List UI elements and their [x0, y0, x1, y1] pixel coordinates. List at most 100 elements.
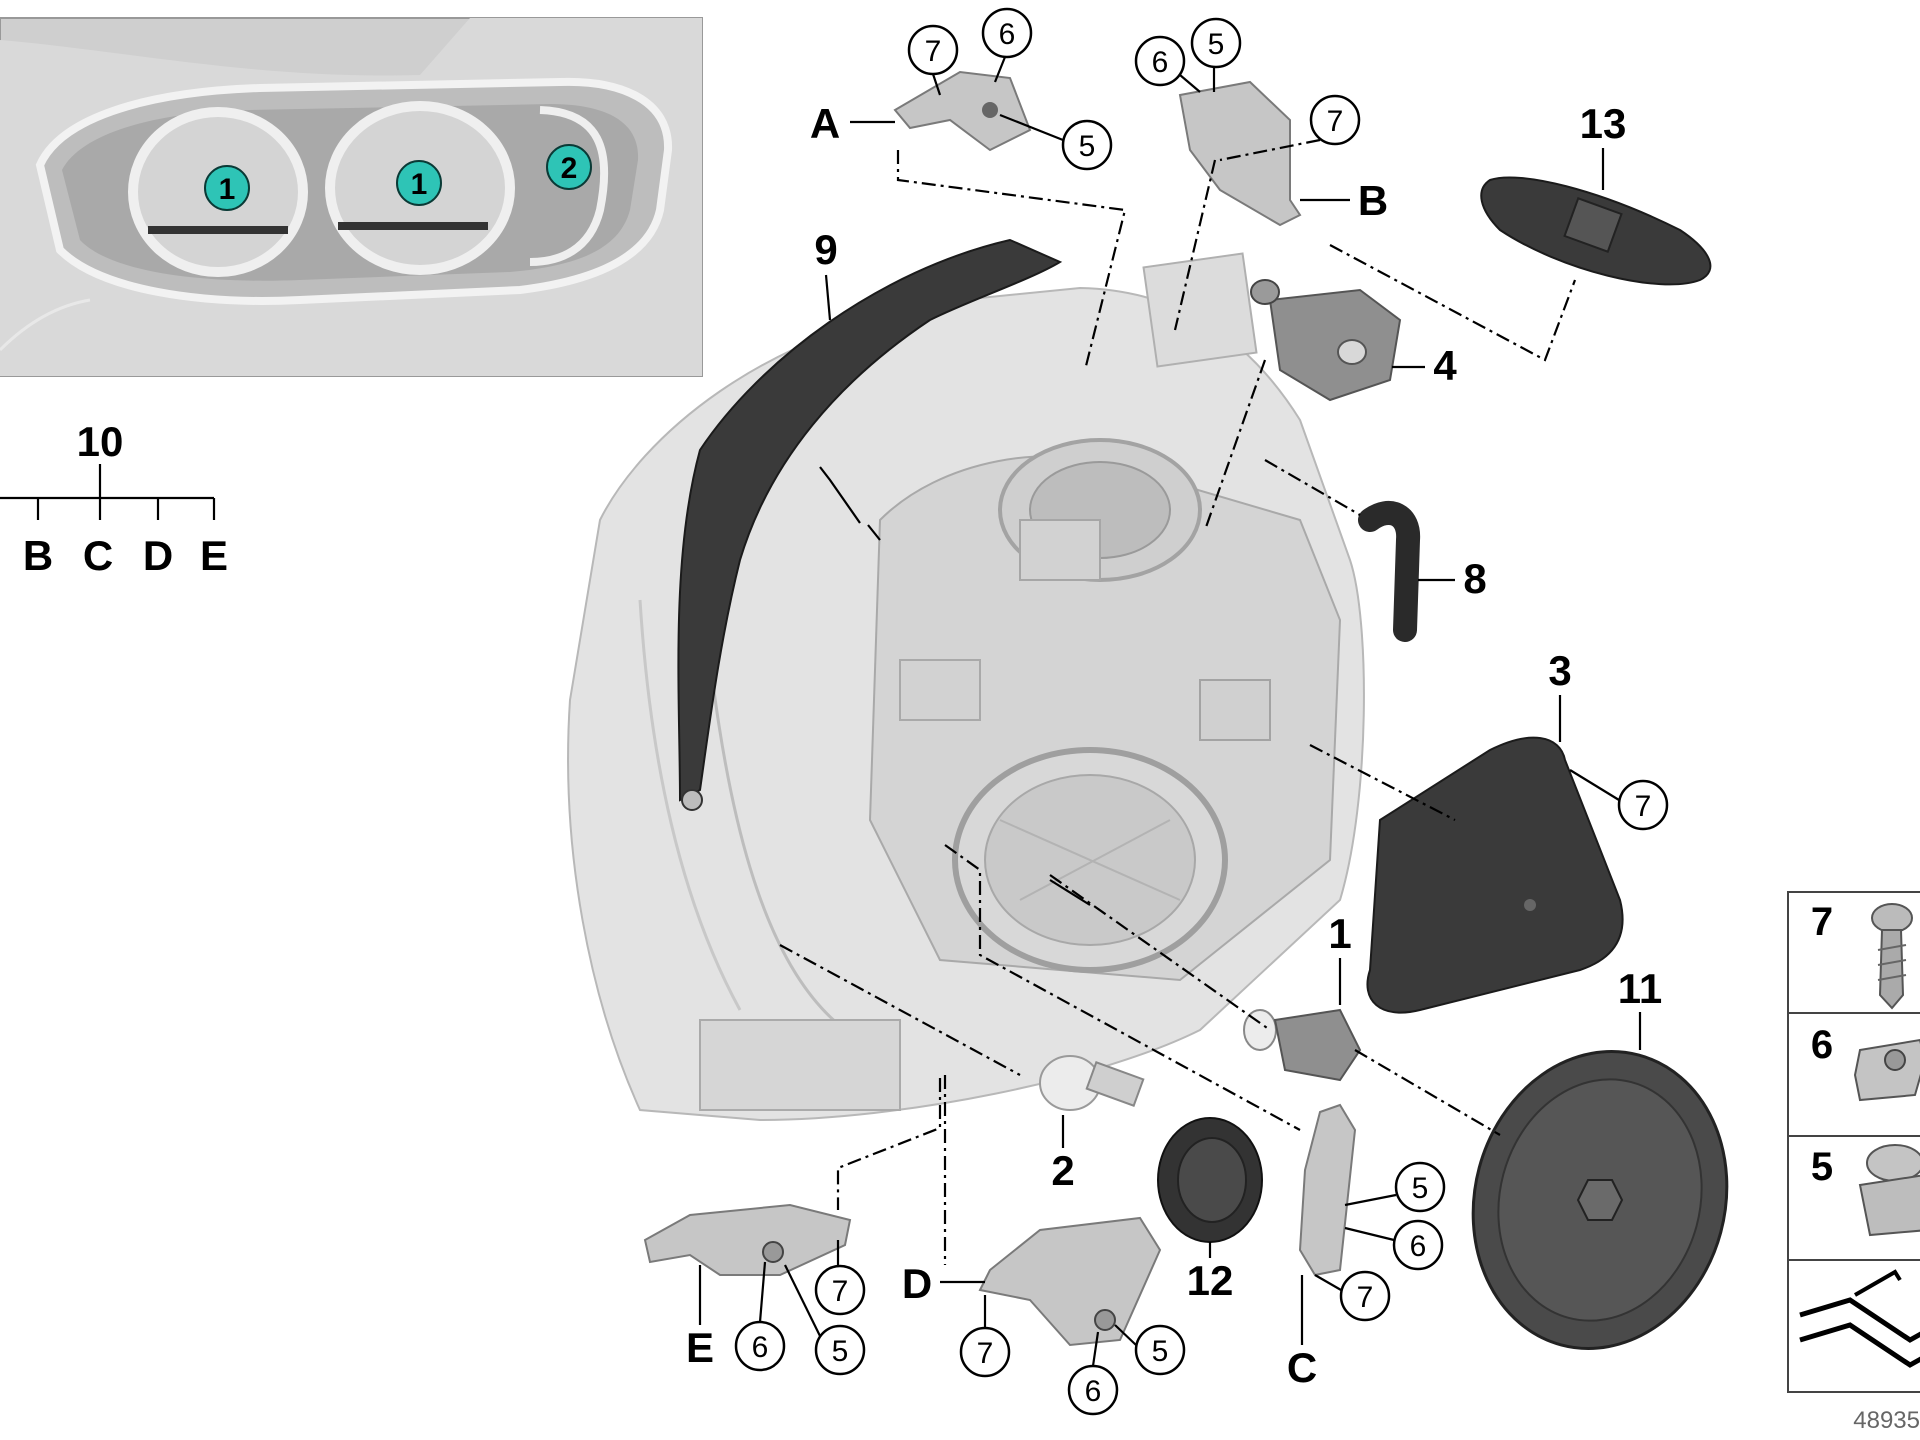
svg-text:6: 6: [1152, 46, 1169, 79]
circled-5: 5: [1134, 1324, 1186, 1376]
svg-text:13: 13: [1580, 100, 1627, 147]
svg-text:1: 1: [1328, 910, 1351, 957]
circled-6: 6: [1392, 1219, 1444, 1271]
screw-icon: [1871, 903, 1913, 1010]
circled-7: 7: [959, 1326, 1011, 1378]
svg-text:5: 5: [1811, 1145, 1833, 1189]
circled-7: 7: [1339, 1270, 1391, 1322]
legend-item-7: 7: [1811, 900, 1913, 1010]
svg-text:7: 7: [925, 35, 942, 68]
circled-labels: 7 6 5 6 5 7 7 5 6 7 7 6 5 6 5 7: [734, 7, 1669, 1416]
circled-7: 7: [814, 1264, 866, 1316]
inset-vehicle-view: 1 1 2: [0, 17, 703, 377]
svg-text:12: 12: [1187, 1257, 1234, 1304]
bracket-d: [978, 1216, 1162, 1347]
part-3-rear-cover: [1366, 736, 1624, 1014]
svg-text:9: 9: [814, 226, 837, 273]
callout-8: 8: [1418, 555, 1487, 602]
svg-text:4: 4: [1433, 342, 1457, 389]
circled-7: 7: [1617, 779, 1669, 831]
svg-text:11: 11: [1618, 965, 1662, 1012]
svg-text:7: 7: [1635, 790, 1652, 823]
part-13-cover-cap: [1480, 176, 1712, 286]
circled-5: 5: [1394, 1161, 1446, 1213]
svg-text:1: 1: [411, 168, 428, 201]
circled-5: 5: [1061, 119, 1113, 171]
clip-nut-icon: [1853, 1038, 1920, 1102]
callout-1: 1: [1328, 910, 1352, 1005]
fastener-legend: 7 6 5: [1787, 891, 1920, 1393]
bracket-b: [1178, 80, 1302, 227]
legend-item-sheet-metal: [1799, 1269, 1920, 1368]
part-11-round-cover: [1471, 1050, 1729, 1350]
tree-child-b: B: [23, 532, 53, 579]
callout-11: 11: [1618, 965, 1662, 1050]
sheet-metal-icon: [1799, 1269, 1920, 1368]
circled-6: 6: [1134, 35, 1186, 87]
callout-13: 13: [1580, 100, 1627, 190]
svg-text:2: 2: [561, 152, 578, 185]
part-8-vent-hose: [1358, 501, 1421, 642]
circled-6: 6: [734, 1320, 786, 1372]
tree-child-d: D: [143, 532, 173, 579]
spring-nut-icon: [1858, 1144, 1920, 1237]
inset-marker-1b: 1: [396, 160, 442, 206]
callout-4: 4: [1392, 342, 1457, 389]
tree-child-c: C: [83, 532, 113, 579]
svg-text:7: 7: [832, 1275, 849, 1308]
part-1-bulb-socket: [1243, 1008, 1362, 1082]
svg-text:5: 5: [1152, 1335, 1169, 1368]
tree-child-e: E: [200, 532, 228, 579]
inset-marker-2: 2: [546, 144, 592, 190]
part-12-cap: [1157, 1117, 1263, 1243]
svg-text:6: 6: [1410, 1230, 1427, 1263]
circled-5: 5: [1190, 17, 1242, 69]
circled-5: 5: [814, 1324, 866, 1376]
letter-b: B: [1300, 177, 1388, 224]
svg-text:7: 7: [1811, 900, 1833, 944]
svg-text:5: 5: [1208, 28, 1225, 61]
bracket-e: [643, 1203, 852, 1276]
svg-text:7: 7: [1357, 1281, 1374, 1314]
svg-text:8: 8: [1463, 555, 1486, 602]
svg-text:D: D: [902, 1260, 932, 1307]
circled-6: 6: [981, 7, 1033, 59]
letter-e: E: [686, 1265, 714, 1371]
part-9-seal-strip: [677, 238, 1063, 811]
svg-text:5: 5: [832, 1335, 849, 1368]
svg-text:2: 2: [1051, 1147, 1074, 1194]
legend-item-6: 6: [1811, 1023, 1920, 1102]
svg-text:3: 3: [1548, 647, 1571, 694]
part-2-bulb: [1039, 1055, 1145, 1111]
callout-9: 9: [814, 226, 838, 321]
svg-text:5: 5: [1079, 130, 1096, 163]
assembly-tree: 10 B C D E: [0, 418, 228, 579]
letter-a: A: [810, 100, 895, 147]
legend-item-5: 5: [1811, 1144, 1920, 1237]
headlight-housing: [567, 252, 1365, 1122]
tree-root-label: 10: [77, 418, 124, 465]
svg-text:7: 7: [977, 1337, 994, 1370]
letter-d: D: [902, 1260, 985, 1307]
svg-text:7: 7: [1327, 105, 1344, 138]
bracket-c: [1298, 1103, 1357, 1277]
callout-2: 2: [1051, 1115, 1075, 1194]
svg-text:5: 5: [1412, 1172, 1429, 1205]
inset-marker-1a: 1: [204, 165, 250, 211]
svg-text:6: 6: [1811, 1023, 1833, 1067]
part-4-leveling-actuator: [1250, 279, 1402, 402]
circled-7: 7: [907, 24, 959, 76]
svg-text:A: A: [810, 100, 840, 147]
svg-text:6: 6: [752, 1331, 769, 1364]
svg-text:B: B: [1358, 177, 1388, 224]
leader-lines: [779, 150, 1577, 1265]
circled-7: 7: [1309, 94, 1361, 146]
svg-text:E: E: [686, 1324, 714, 1371]
bracket-a: [893, 70, 1032, 152]
circled-6: 6: [1067, 1364, 1119, 1416]
svg-text:6: 6: [999, 18, 1016, 51]
callout-3: 3: [1548, 647, 1572, 742]
svg-text:6: 6: [1085, 1375, 1102, 1408]
svg-text:1: 1: [219, 173, 236, 206]
